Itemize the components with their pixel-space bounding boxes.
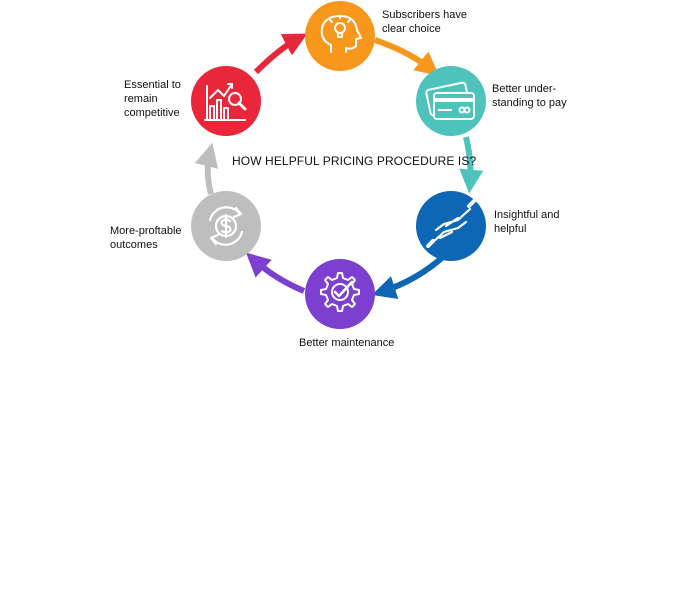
head-lightbulb-icon [320, 15, 362, 53]
arrow-profitable-to-competitive [194, 142, 219, 195]
arrow-insightful-to-maintenance [371, 252, 448, 299]
arrow-competitive-to-subscribers [253, 33, 308, 75]
arrow-understanding-to-insightful [459, 136, 484, 194]
step-label-subscribers: Subscribers have clear choice [382, 9, 467, 35]
step-label-insightful: Insightful and helpful [494, 209, 560, 235]
arrow-subscribers-to-understanding [374, 37, 440, 77]
step-label-competitive: Essential to remain competitive [124, 79, 181, 119]
diagram-title: HOW HELPFUL PRICING PROCEDURE IS? [232, 154, 477, 168]
dollar-refresh-icon [208, 206, 244, 246]
credit-card-icon [425, 81, 475, 120]
step-label-maintenance: Better maintenance [299, 337, 395, 349]
arrow-maintenance-to-profitable [245, 252, 306, 294]
chart-magnifier-icon [204, 83, 247, 121]
step-circle-competitive [191, 66, 261, 136]
step-label-understanding: Better under- standing to pay [492, 83, 567, 109]
handshake-icon [426, 199, 476, 248]
step-label-profitable: More-proftable outcomes [110, 225, 182, 251]
step-circle-insightful [416, 191, 486, 261]
gear-check-icon [320, 272, 360, 312]
